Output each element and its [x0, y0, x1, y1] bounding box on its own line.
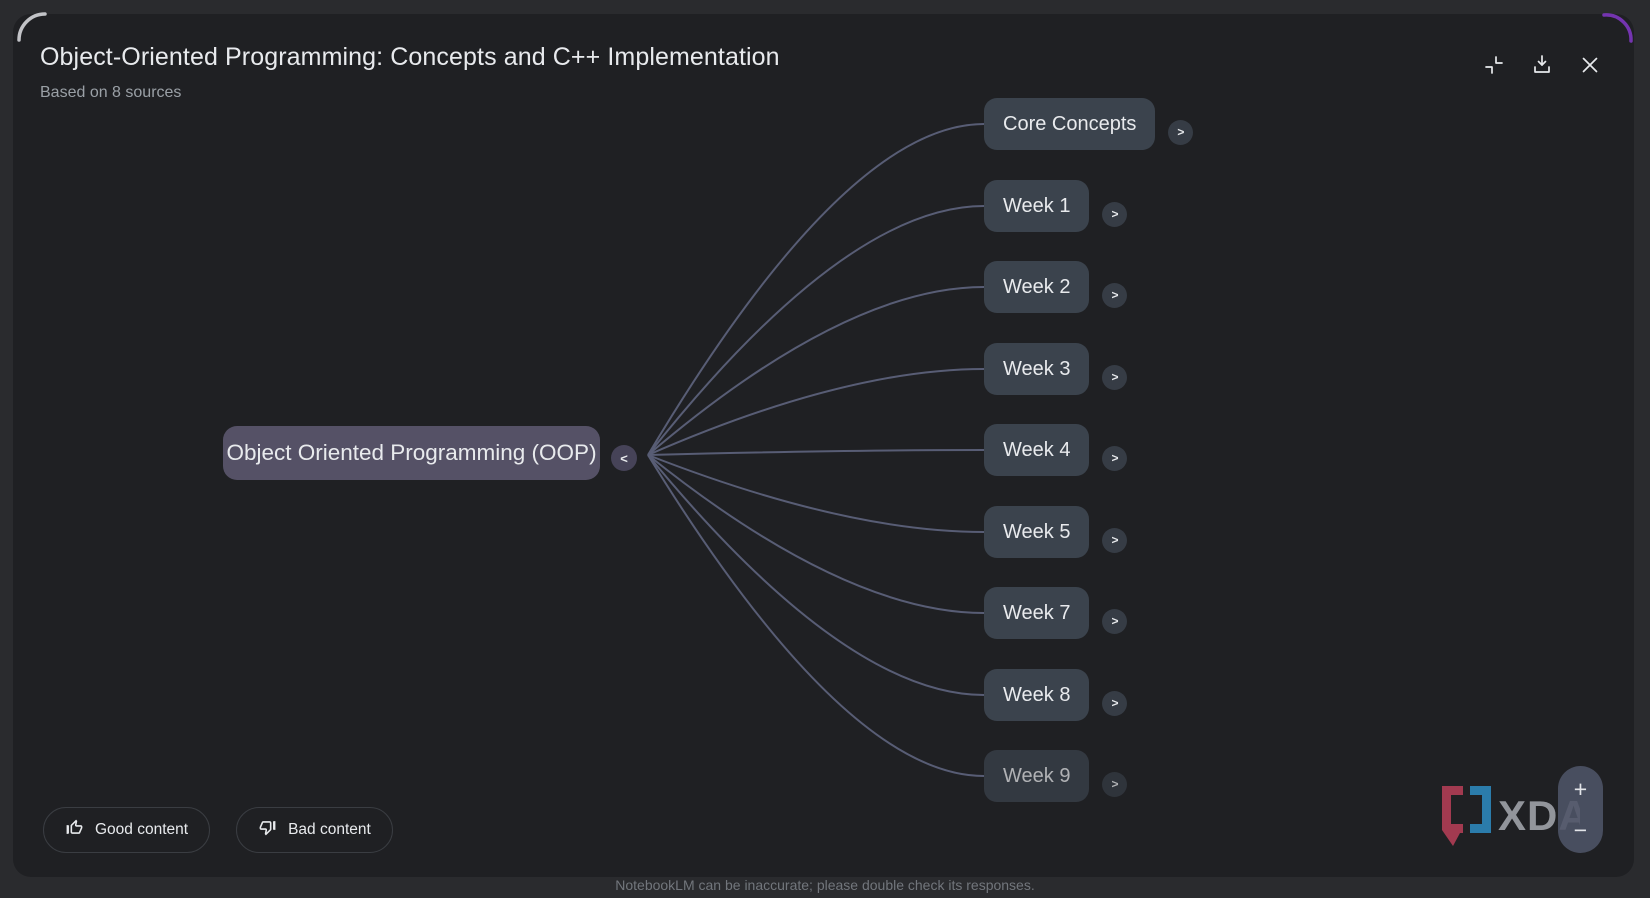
mindmap-child-row: Week 7 >: [984, 587, 1128, 639]
expand-node-button[interactable]: >: [1102, 282, 1128, 308]
collapse-node-button[interactable]: <: [611, 445, 637, 471]
mindmap-child-row: Week 4 >: [984, 424, 1128, 476]
mindmap-root-row: Object Oriented Programming (OOP) <: [223, 426, 637, 480]
mindmap-child-row: Week 2 >: [984, 261, 1128, 313]
feedback-bar: Good content Bad content: [43, 807, 393, 853]
good-content-label: Good content: [95, 821, 189, 838]
mindmap-child-row: Week 8 >: [984, 669, 1128, 721]
mindmap-node[interactable]: Week 3: [984, 343, 1090, 395]
expand-node-button[interactable]: >: [1102, 201, 1128, 227]
good-content-button[interactable]: Good content: [43, 807, 211, 853]
zoom-out-button[interactable]: −: [1564, 813, 1598, 847]
zoom-in-button[interactable]: +: [1564, 772, 1598, 806]
collapse-window-button[interactable]: [1480, 52, 1508, 80]
expand-node-button[interactable]: >: [1102, 527, 1128, 553]
mindmap-child-row: Week 3 >: [984, 343, 1128, 395]
mindmap-node[interactable]: Week 1: [984, 180, 1090, 232]
sources-count-label: Based on 8 sources: [40, 84, 182, 101]
thumb-up-icon: [65, 818, 84, 842]
mindmap-node[interactable]: Week 4: [984, 424, 1090, 476]
expand-node-button[interactable]: >: [1102, 364, 1128, 390]
mindmap-child-row: Core Concepts >: [984, 98, 1194, 150]
download-icon: [1530, 53, 1554, 80]
mindmap-node[interactable]: Week 8: [984, 669, 1090, 721]
expand-node-button[interactable]: >: [1102, 690, 1128, 716]
mindmap-child-row: Week 1 >: [984, 180, 1128, 232]
header-actions: [1480, 52, 1604, 80]
thumb-down-icon: [258, 818, 277, 842]
mindmap-node[interactable]: Week 5: [984, 506, 1090, 558]
disclaimer-text: NotebookLM can be inaccurate; please dou…: [615, 877, 1035, 893]
mindmap-node[interactable]: Core Concepts: [984, 98, 1156, 150]
bad-content-button[interactable]: Bad content: [236, 807, 393, 853]
expand-node-button[interactable]: >: [1102, 608, 1128, 634]
close-icon: [1578, 53, 1602, 80]
expand-node-button[interactable]: >: [1102, 445, 1128, 471]
close-button[interactable]: [1576, 52, 1604, 80]
mindmap-root-node[interactable]: Object Oriented Programming (OOP): [223, 426, 600, 480]
xda-logo-brackets: [1442, 786, 1491, 846]
page-title: Object-Oriented Programming: Concepts an…: [40, 43, 780, 71]
zoom-controls: + −: [1558, 766, 1603, 853]
mindmap-node[interactable]: Week 9: [984, 750, 1090, 802]
expand-node-button[interactable]: >: [1102, 771, 1128, 797]
mindmap-child-row: Week 9 >: [984, 750, 1128, 802]
mindmap-node[interactable]: Week 2: [984, 261, 1090, 313]
bad-content-label: Bad content: [288, 821, 371, 838]
download-button[interactable]: [1528, 52, 1556, 80]
mindmap-child-row: Week 5 >: [984, 506, 1128, 558]
expand-node-button[interactable]: >: [1168, 119, 1194, 145]
mindmap-node[interactable]: Week 7: [984, 587, 1090, 639]
collapse-icon: [1482, 53, 1506, 80]
